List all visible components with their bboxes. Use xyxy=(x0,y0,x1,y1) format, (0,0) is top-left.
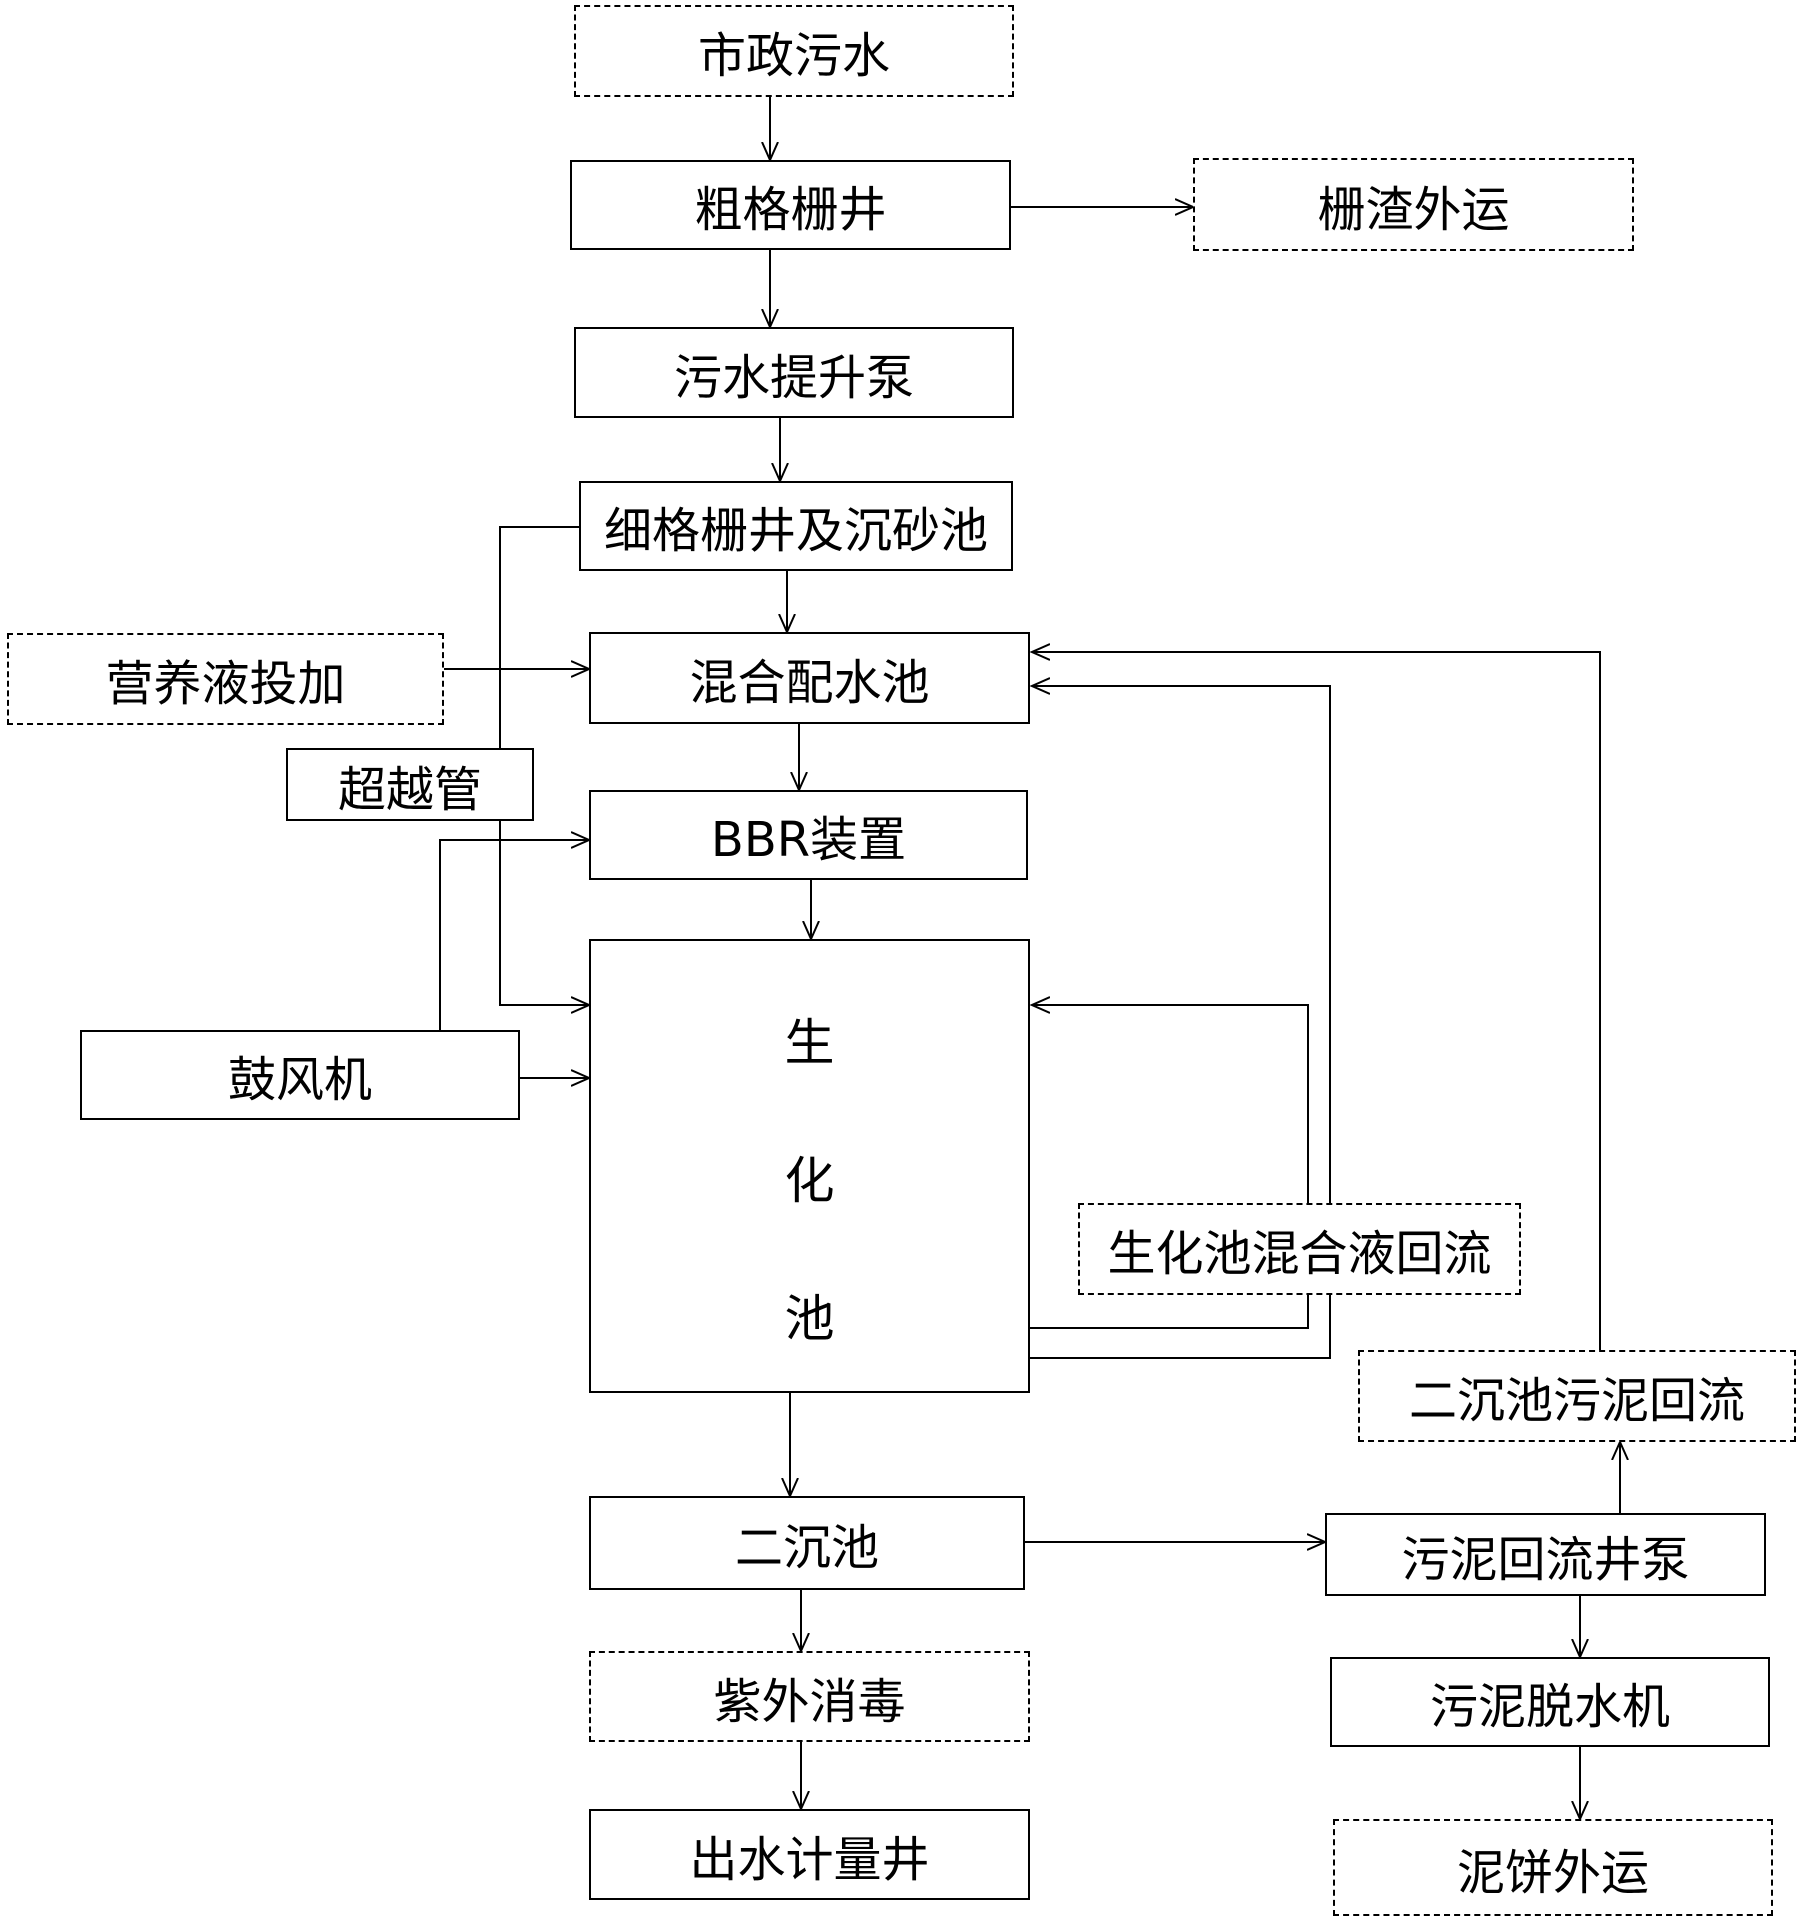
bio-tank-char-3: 池 xyxy=(784,1290,835,1348)
outlet-box: 出水计量井 xyxy=(589,1809,1030,1900)
bio-tank-char-1: 生 xyxy=(784,1014,835,1072)
air-line-to-bbr xyxy=(439,840,589,1030)
nutrient-box: 营养液投加 xyxy=(7,633,444,725)
municipal-sewage-box: 市政污水 xyxy=(574,5,1014,97)
dewatering-box: 污泥脱水机 xyxy=(1330,1657,1770,1747)
mixed-liquor-return-box: 生化池混合液回流 xyxy=(1078,1203,1521,1295)
mixed-liquor-return-to-mixing xyxy=(1030,686,1331,1359)
blower-box: 鼓风机 xyxy=(80,1030,520,1120)
sludge-pump-box: 污泥回流井泵 xyxy=(1325,1513,1766,1596)
bio-tank-box: 生 化 池 xyxy=(589,939,1030,1393)
lift-pump-box: 污水提升泵 xyxy=(574,327,1014,418)
mixing-tank-box: 混合配水池 xyxy=(589,632,1030,724)
bio-tank-char-2: 化 xyxy=(784,1152,835,1210)
uv-disinfection-box: 紫外消毒 xyxy=(589,1651,1030,1742)
bbr-box: BBR装置 xyxy=(589,790,1028,880)
coarse-screen-box: 粗格栅井 xyxy=(570,160,1011,250)
bypass-box: 超越管 xyxy=(286,748,534,821)
secondary-clarifier-box: 二沉池 xyxy=(589,1496,1025,1590)
mixed-liquor-return-to-bio xyxy=(1030,1005,1309,1329)
cake-box: 泥饼外运 xyxy=(1333,1819,1773,1916)
bio-tank-label: 生 化 池 xyxy=(784,1013,835,1391)
sludge-return-to-mixing xyxy=(1032,652,1601,1372)
fine-screen-box: 细格栅井及沉砂池 xyxy=(579,481,1013,571)
screenings-box: 栅渣外运 xyxy=(1193,158,1634,251)
sludge-return-label-box: 二沉池污泥回流 xyxy=(1358,1350,1796,1442)
